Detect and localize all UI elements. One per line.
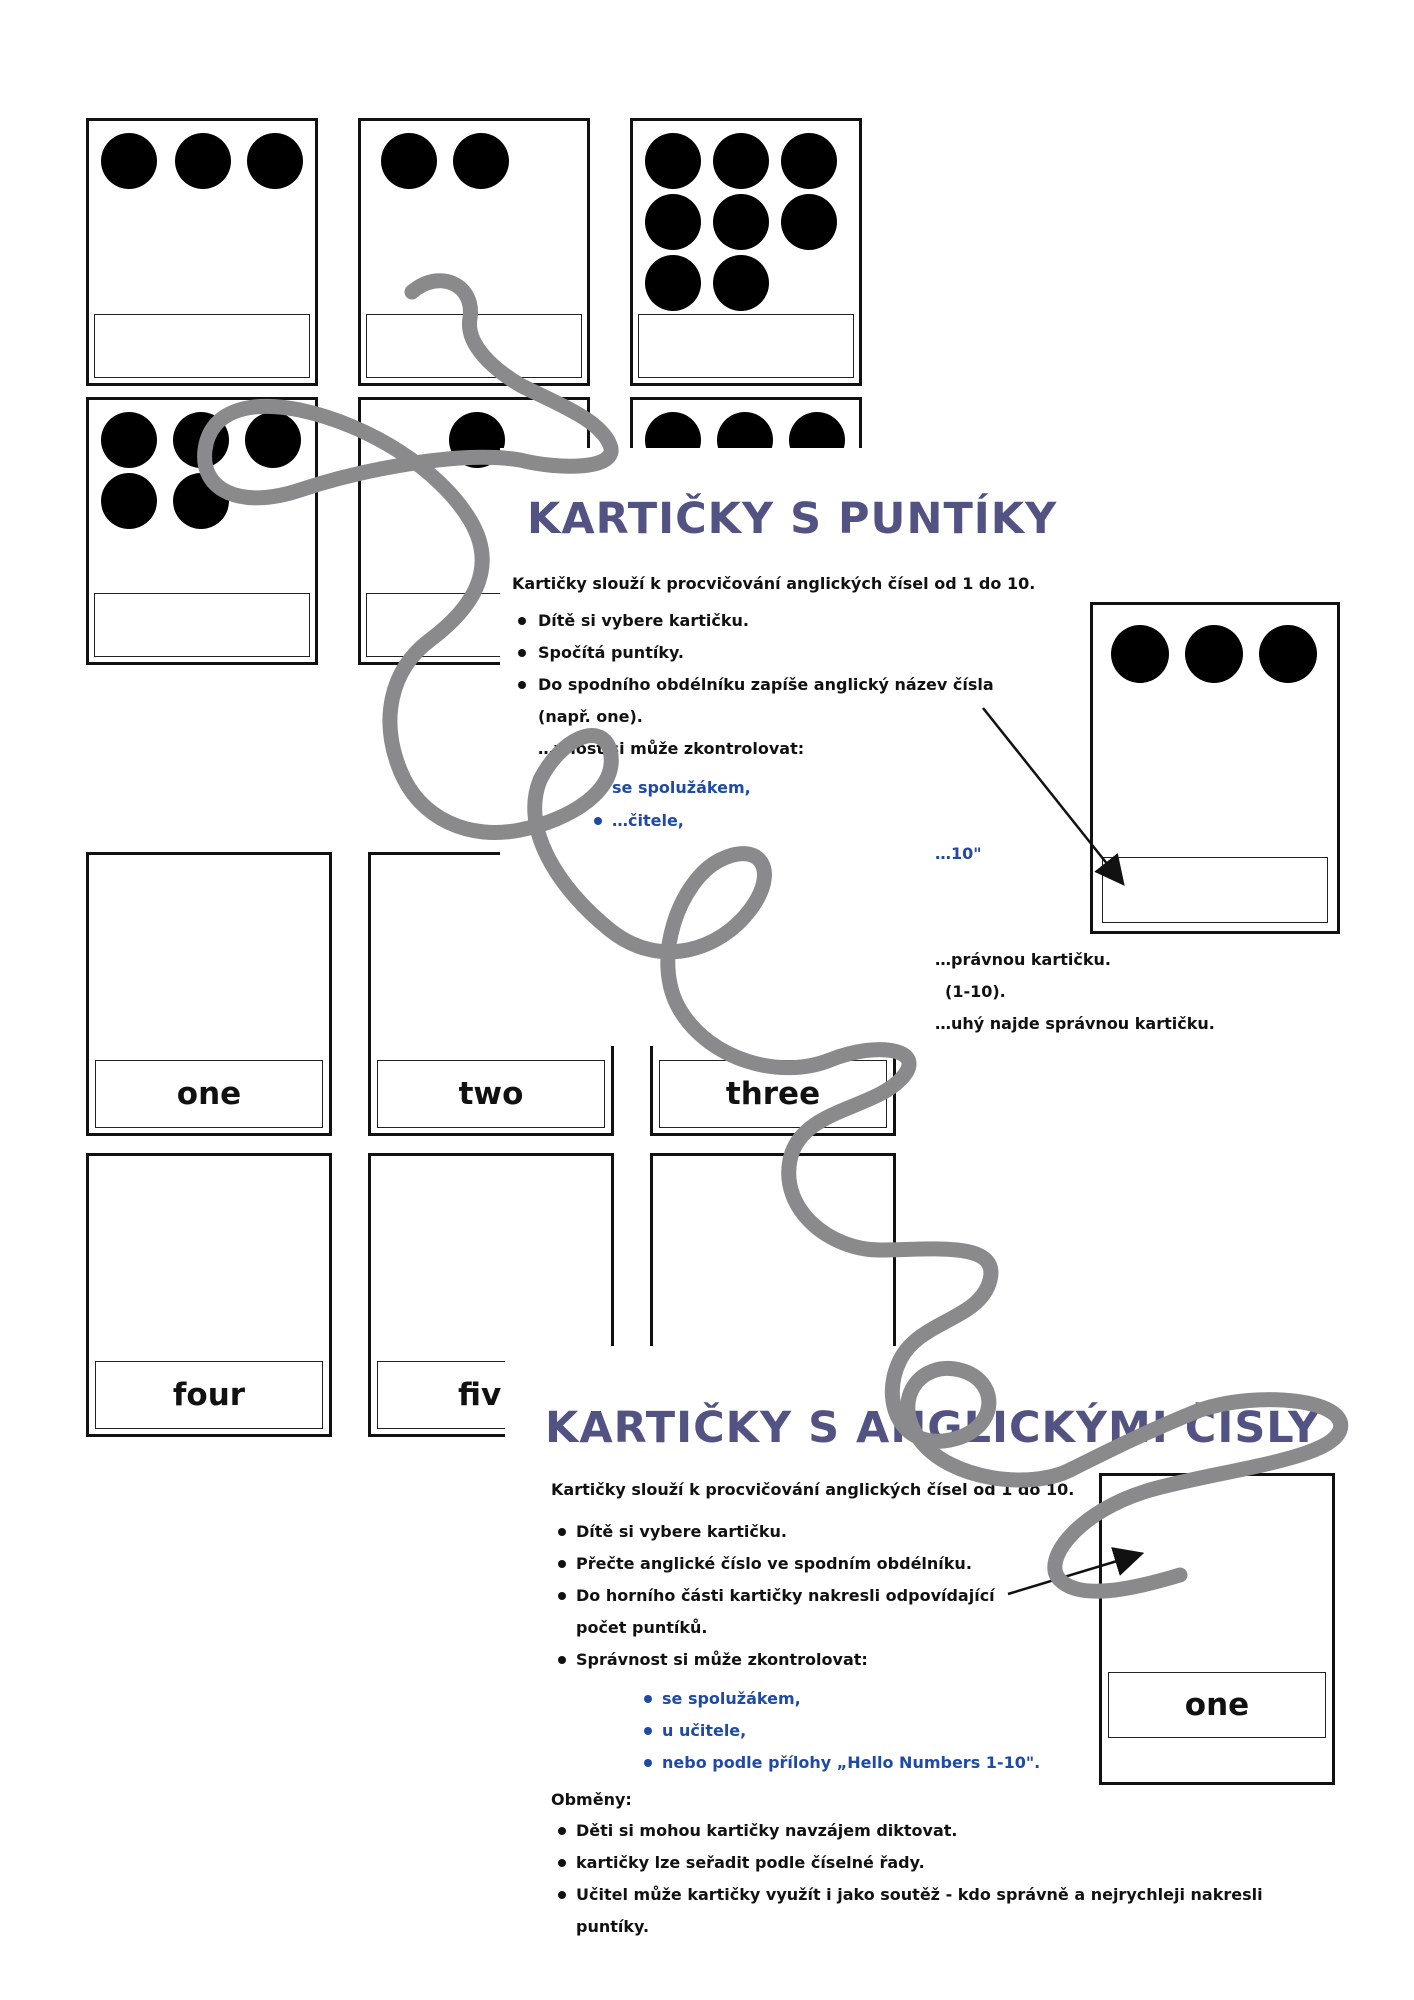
variant-text: Učitel může kartičky využít i jako soutě…	[576, 1885, 1263, 1904]
intro-text: Kartičky slouží k procvičování anglickýc…	[551, 1480, 1075, 1499]
bullet	[558, 1656, 566, 1664]
bullet	[558, 1560, 566, 1568]
variants-title: Obměny:	[551, 1790, 632, 1809]
variant-text: puntíky.	[576, 1917, 650, 1936]
variant-text: …uhý najde správnou kartičku.	[935, 1014, 1215, 1033]
dot	[453, 133, 509, 189]
variant-text: Děti si mohou kartičky navzájem diktovat…	[576, 1821, 958, 1840]
variant-text: (1-10).	[945, 982, 1006, 1001]
word-box: two	[377, 1060, 605, 1128]
dot	[1185, 625, 1243, 683]
dot	[713, 133, 769, 189]
watermark-squiggle	[197, 273, 1349, 1599]
dot	[645, 255, 701, 311]
check-text: …čitele,	[612, 811, 684, 830]
check-text: se spolužákem,	[612, 778, 751, 797]
word-box: one	[95, 1060, 323, 1128]
answer-box	[638, 314, 854, 378]
dot	[645, 194, 701, 250]
panel-title: KARTIČKY S PUNTÍKY	[527, 494, 1058, 544]
dot-card-3	[630, 118, 862, 386]
dot	[101, 473, 157, 529]
step-text: Do spodního obdélníku zapíše anglický ná…	[538, 675, 994, 694]
bullet	[644, 1727, 652, 1735]
dot	[1111, 625, 1169, 683]
word-box: one	[1108, 1672, 1326, 1738]
bullet	[518, 617, 526, 625]
answer-box	[94, 593, 310, 657]
check-text: nebo podle přílohy „Hello Numbers 1-10".	[662, 1753, 1041, 1772]
step-text: Do horního části kartičky nakresli odpov…	[576, 1586, 995, 1605]
variant-text: …právnou kartičku.	[935, 950, 1111, 969]
dot	[101, 412, 157, 468]
step-text: Spočítá puntíky.	[538, 643, 684, 662]
bullet	[594, 817, 602, 825]
dot	[713, 194, 769, 250]
dot	[781, 194, 837, 250]
variant-text: kartičky lze seřadit podle číselné řady.	[576, 1853, 925, 1872]
word-card-4: four	[86, 1153, 332, 1437]
bullet	[558, 1827, 566, 1835]
answer-box	[1102, 857, 1328, 923]
bullet	[558, 1859, 566, 1867]
word-box: fiv	[377, 1361, 605, 1429]
dot	[247, 133, 303, 189]
step-text: Dítě si vybere kartičku.	[576, 1522, 787, 1541]
dot	[713, 255, 769, 311]
word-card-1: one	[86, 852, 332, 1136]
dot	[101, 133, 157, 189]
example-dot-card	[1090, 602, 1340, 934]
check-text: u učitele,	[662, 1721, 747, 1740]
bullet	[644, 1759, 652, 1767]
step-text: Správnost si může zkontrolovat:	[576, 1650, 868, 1669]
dot	[175, 133, 231, 189]
bullet	[518, 649, 526, 657]
check-text: …10"	[935, 844, 982, 863]
bullet	[644, 1695, 652, 1703]
bullet	[558, 1592, 566, 1600]
step-text: (např. one).	[538, 707, 643, 726]
bullet	[518, 681, 526, 689]
dot	[1259, 625, 1317, 683]
word-box: four	[95, 1361, 323, 1429]
answer-box	[94, 314, 310, 378]
dot	[381, 133, 437, 189]
dot-card-1	[86, 118, 318, 386]
check-text: se spolužákem,	[662, 1689, 801, 1708]
step-text: Přečte anglické číslo ve spodním obdélní…	[576, 1554, 972, 1573]
bullet	[558, 1528, 566, 1536]
dot	[245, 412, 301, 468]
dot	[781, 133, 837, 189]
bullet	[558, 1891, 566, 1899]
word-box: three	[659, 1060, 887, 1128]
step-text: počet puntíků.	[576, 1618, 708, 1637]
pointer-arrow	[1007, 1547, 1145, 1596]
pointer-arrow	[982, 707, 1125, 886]
dot	[645, 133, 701, 189]
step-text: Dítě si vybere kartičku.	[538, 611, 749, 630]
intro-text: Kartičky slouží k procvičování anglickýc…	[512, 574, 1036, 593]
